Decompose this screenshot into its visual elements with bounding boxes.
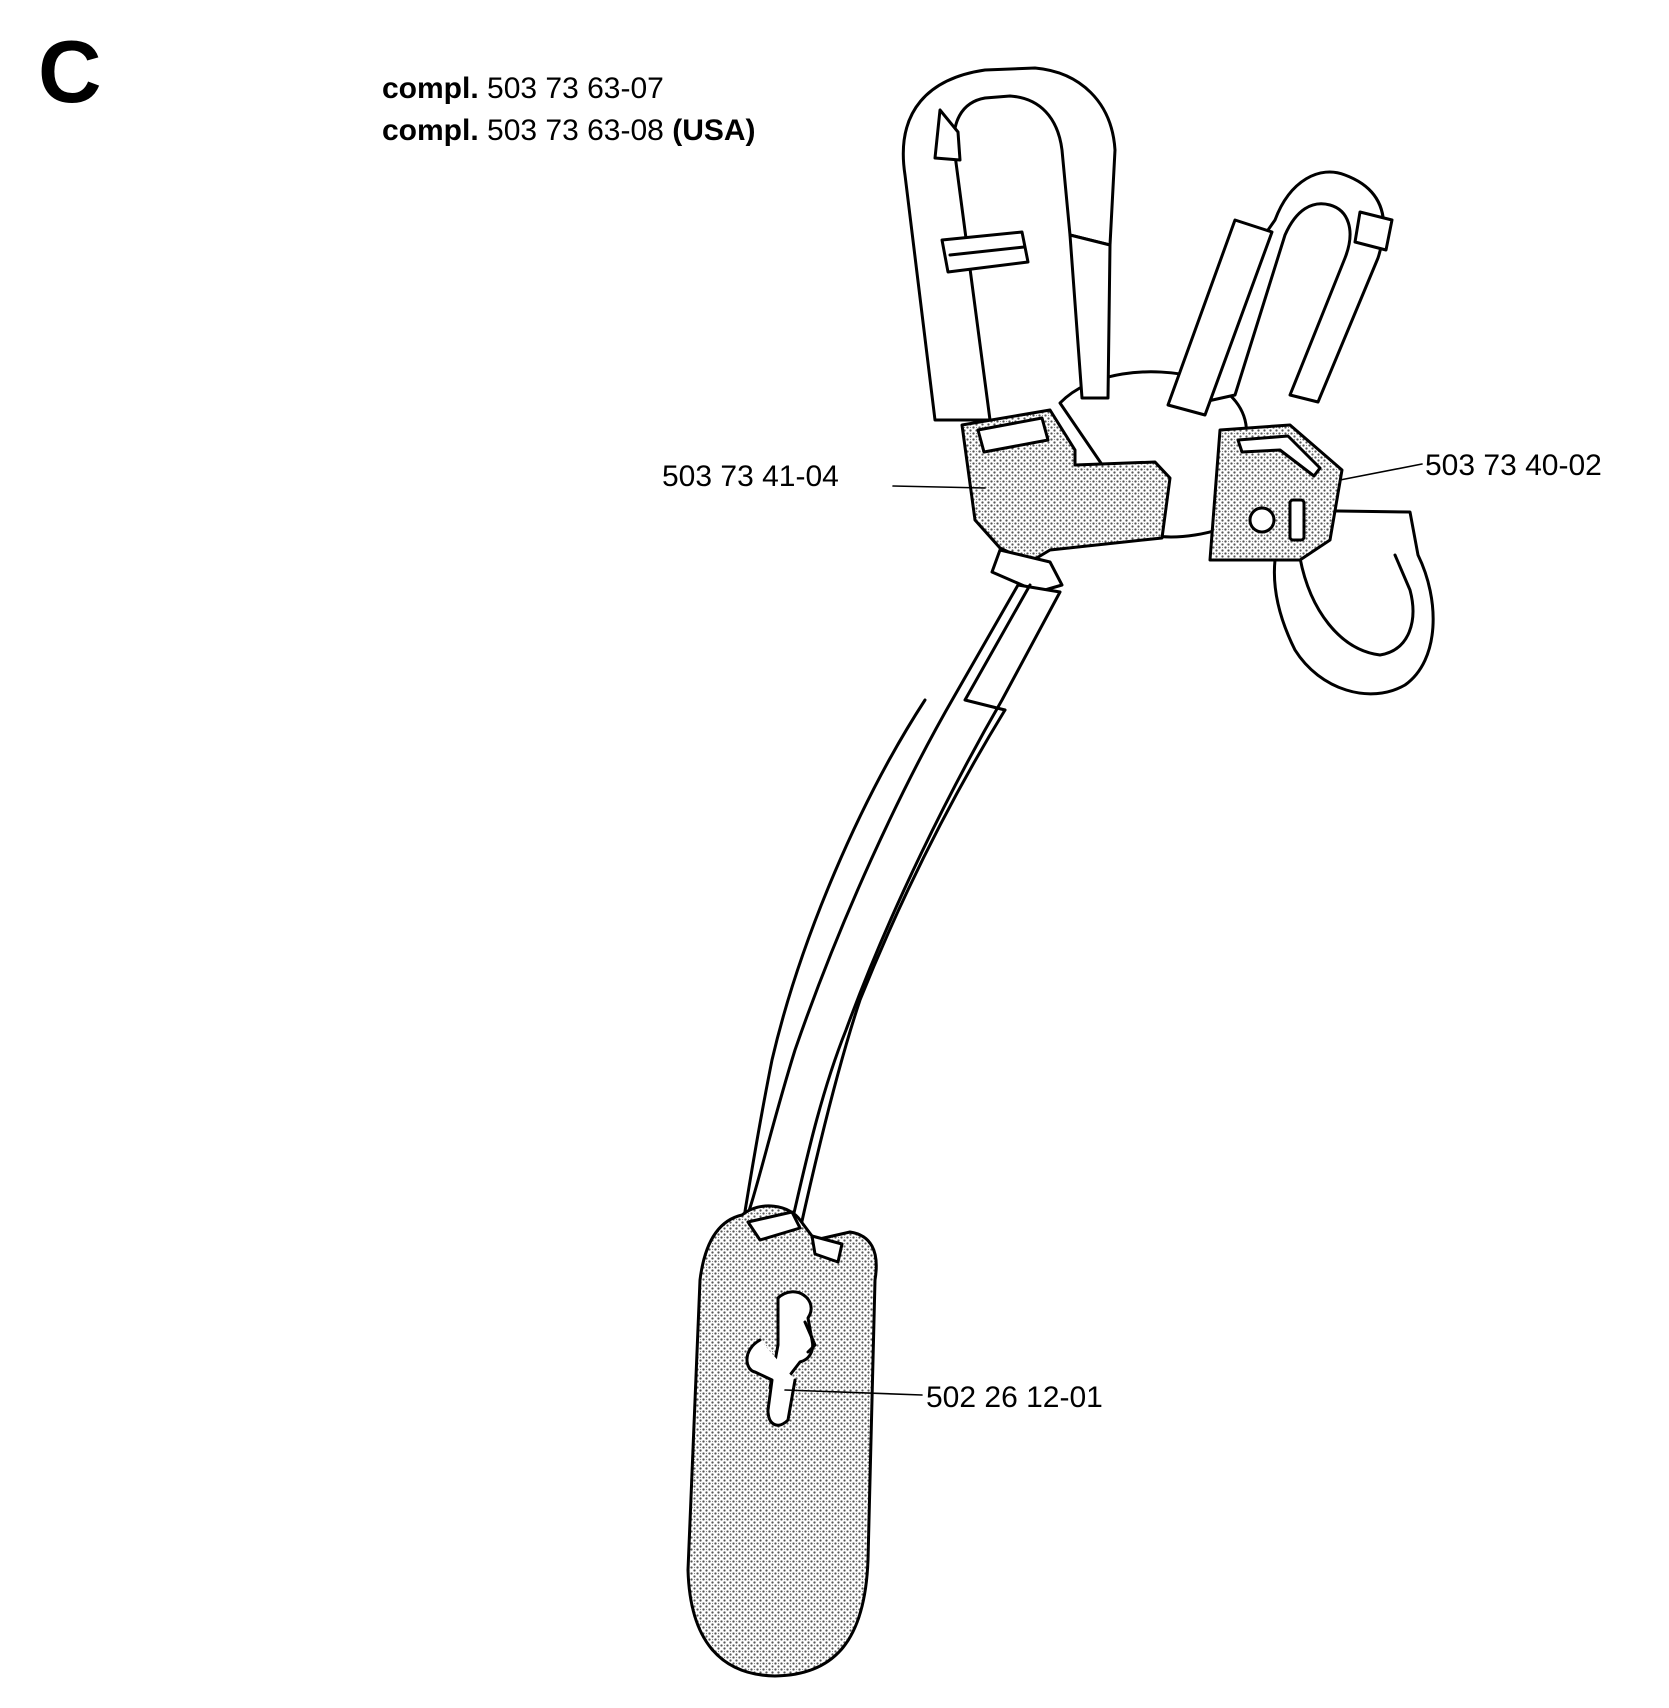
front-strap-back: [740, 698, 927, 1232]
left-buckle: [960, 408, 1172, 564]
right-strap-keeper: [1353, 210, 1394, 252]
compl-number: 503 73 63-07: [487, 72, 664, 105]
right-waist-strap: [1268, 508, 1435, 696]
hook-clip: [745, 1338, 797, 1427]
left-buckle-slot: [976, 416, 1050, 454]
region-tag: (USA): [672, 114, 756, 147]
leader-right-buckle: [1339, 463, 1423, 481]
leader-left-buckle: [892, 485, 986, 489]
hip-pad-strap-slot-left: [746, 1210, 802, 1242]
compl-keyword: compl.: [382, 114, 479, 147]
right-shoulder-strap: [1188, 170, 1386, 407]
left-shoulder-strap: [901, 66, 1117, 422]
compl-number: 503 73 63-08: [487, 114, 664, 147]
hip-pad-strap-slot-right: [810, 1234, 844, 1264]
leader-hook: [784, 1389, 923, 1396]
left-shoulder-strap-inner: [933, 108, 962, 162]
right-buckle-hole: [1248, 506, 1276, 534]
compl-line-2: compl. 503 73 63-08 (USA): [382, 116, 756, 146]
hip-pad: [686, 1204, 878, 1678]
left-buckle-lower-slot: [990, 548, 1064, 594]
front-strap-edge: [963, 583, 1032, 712]
compl-keyword: compl.: [382, 72, 479, 105]
part-label-right-buckle: 503 73 40-02: [1425, 449, 1602, 482]
section-letter: C: [38, 22, 102, 121]
right-strap-tail: [1166, 218, 1274, 417]
left-strap-tail: [1068, 233, 1112, 400]
right-buckle-bar: [1288, 498, 1306, 542]
part-label-left-buckle: 503 73 41-04: [662, 460, 839, 493]
compl-line-1: compl. 503 73 63-07: [382, 74, 664, 104]
right-buckle-slot: [1236, 434, 1322, 478]
part-label-hook: 502 26 12-01: [926, 1381, 1103, 1414]
